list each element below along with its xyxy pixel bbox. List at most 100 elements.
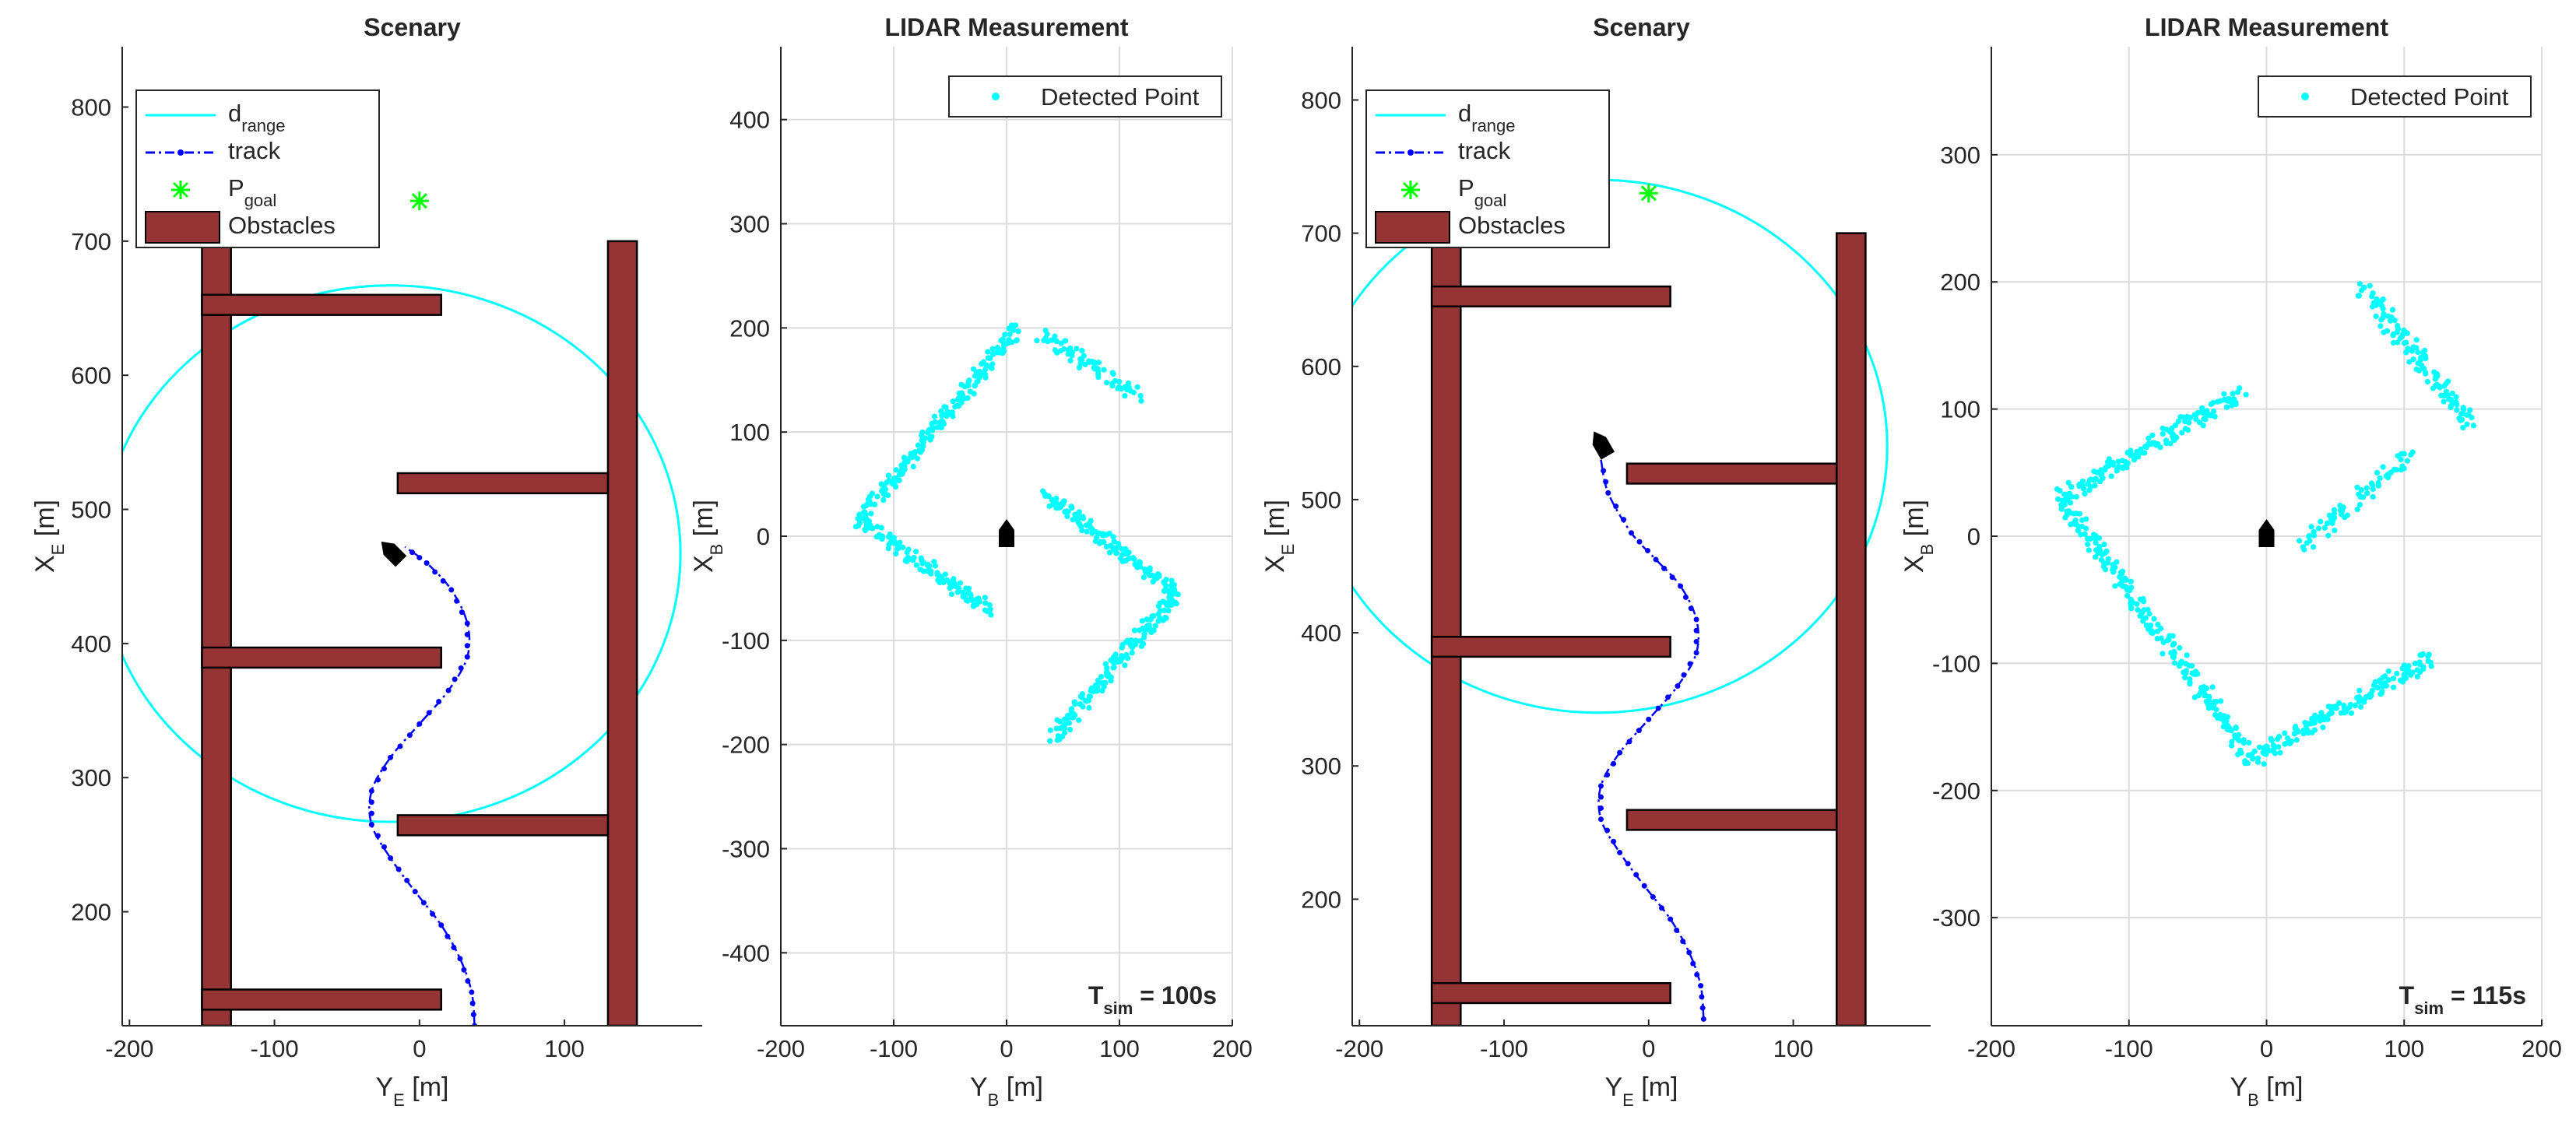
detected-point [950, 398, 956, 405]
detected-point [901, 454, 907, 461]
detected-point [2193, 416, 2199, 423]
track-point [1659, 905, 1665, 911]
detected-point [1170, 591, 1176, 597]
detected-point [994, 344, 1001, 351]
x-tick-label: 100 [544, 1035, 585, 1062]
detected-point [1067, 726, 1074, 733]
detected-point [949, 409, 955, 416]
detected-point [2385, 677, 2391, 683]
detected-point [2296, 538, 2303, 544]
detected-point [1098, 673, 1105, 680]
legend-swatch-star [171, 181, 190, 199]
track-point [464, 654, 470, 660]
y-axis-label-main: X [1899, 555, 1929, 573]
y-tick-label: 600 [71, 362, 111, 389]
obstacle [1430, 232, 1462, 1026]
track-point [1597, 783, 1604, 789]
detected-point [2065, 479, 2072, 486]
y-tick-label: -200 [1932, 777, 1980, 805]
track-point [420, 900, 427, 906]
legend-label-sub: goal [1474, 191, 1507, 210]
detected-point [2246, 739, 2252, 746]
detected-point [859, 515, 866, 521]
detected-point [2102, 567, 2109, 573]
x-tick-label: -100 [870, 1035, 918, 1062]
detected-point [942, 571, 948, 577]
track-point [458, 665, 464, 671]
detected-point [2312, 712, 2318, 718]
detected-point [874, 524, 880, 530]
track-point [1680, 939, 1686, 945]
detected-point [1069, 712, 1075, 719]
detected-point [988, 612, 994, 618]
detected-point [2145, 435, 2152, 441]
x-axis-label-sub: B [2247, 1090, 2259, 1110]
detected-point [1126, 385, 1132, 391]
detected-point [958, 399, 965, 406]
legend-label-main: d [228, 100, 241, 127]
detected-point [960, 590, 967, 597]
y-axis-label: XE [m] [30, 500, 68, 573]
detected-point [961, 395, 968, 402]
x-tick-label: 0 [413, 1035, 426, 1062]
legend: Detected Point [948, 75, 1222, 118]
detected-point [1064, 513, 1070, 520]
detected-point [2453, 394, 2459, 400]
detected-point [2228, 728, 2234, 734]
detected-point [2393, 467, 2399, 473]
detected-point [2170, 654, 2177, 661]
detected-point [2160, 651, 2166, 657]
y-tick-label: 300 [729, 211, 770, 238]
detected-point [2149, 630, 2156, 637]
detected-point [2424, 378, 2430, 385]
legend-swatch-star [1401, 181, 1420, 199]
detected-point [2300, 731, 2307, 737]
detected-point [1104, 380, 1110, 386]
detected-point [1137, 627, 1143, 633]
detected-point [908, 454, 915, 461]
detected-point [2096, 544, 2103, 550]
detected-point [2102, 549, 2108, 556]
detected-point [2244, 760, 2251, 767]
track-point [412, 889, 418, 895]
detected-point [1000, 342, 1007, 348]
y-axis-label-unit: [m] [30, 500, 60, 544]
y-tick-label: 200 [1301, 886, 1341, 913]
track-point [1650, 894, 1656, 900]
track-point [1698, 983, 1704, 989]
detected-point [2382, 673, 2388, 679]
detected-point [2380, 683, 2386, 690]
detected-point [2308, 524, 2314, 530]
detected-point [2293, 737, 2300, 743]
detected-point [2230, 396, 2237, 402]
obstacle [1430, 981, 1671, 1005]
legend-label-main: P [1458, 174, 1474, 202]
track-point [1686, 949, 1692, 956]
detected-point [1168, 582, 1175, 588]
detected-point [2390, 684, 2397, 690]
detected-point [1149, 613, 1155, 619]
track-point [368, 810, 374, 816]
detected-point [894, 546, 901, 553]
detected-point [2187, 681, 2193, 687]
detected-point [2213, 707, 2219, 713]
detected-point [2080, 486, 2087, 492]
y-tick-label: 200 [729, 314, 770, 342]
detected-point [2158, 635, 2164, 641]
detected-point [2184, 652, 2190, 658]
track-point [374, 777, 381, 783]
detected-point [1144, 616, 1150, 623]
detected-point [1155, 603, 1162, 609]
track-point [469, 989, 475, 995]
detected-point [2152, 440, 2158, 446]
track-point [1693, 616, 1699, 623]
detected-point [1067, 357, 1074, 364]
detected-point [2145, 442, 2151, 448]
x-axis-label: YB [m] [2230, 1072, 2303, 1110]
detected-point [2088, 476, 2094, 483]
detected-point [2311, 727, 2318, 733]
plot-area [122, 191, 682, 1026]
detected-point [2288, 739, 2295, 745]
detected-point [886, 534, 892, 540]
x-axis-label: YE [m] [1604, 1072, 1678, 1110]
